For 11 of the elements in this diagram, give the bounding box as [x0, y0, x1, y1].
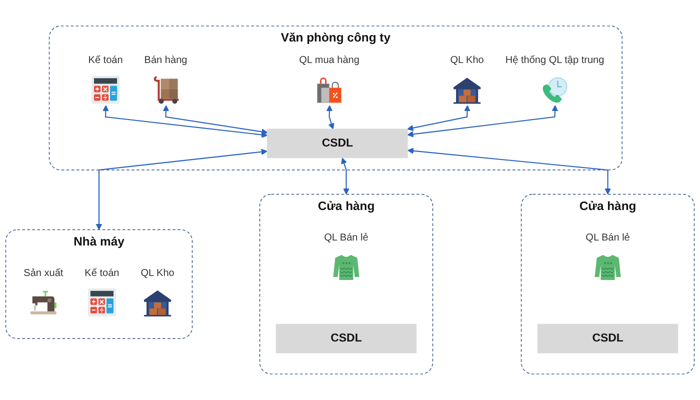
arrow — [341, 158, 350, 195]
arrow — [407, 105, 470, 132]
arrow — [96, 148, 268, 230]
arrow — [102, 105, 268, 138]
node-box: CSDL — [276, 324, 417, 354]
arrow — [326, 105, 334, 130]
node-box: CSDL — [267, 128, 408, 158]
node-box: CSDL — [537, 324, 678, 354]
arrow — [407, 148, 611, 195]
arrow — [407, 105, 558, 138]
arrow — [162, 105, 268, 135]
